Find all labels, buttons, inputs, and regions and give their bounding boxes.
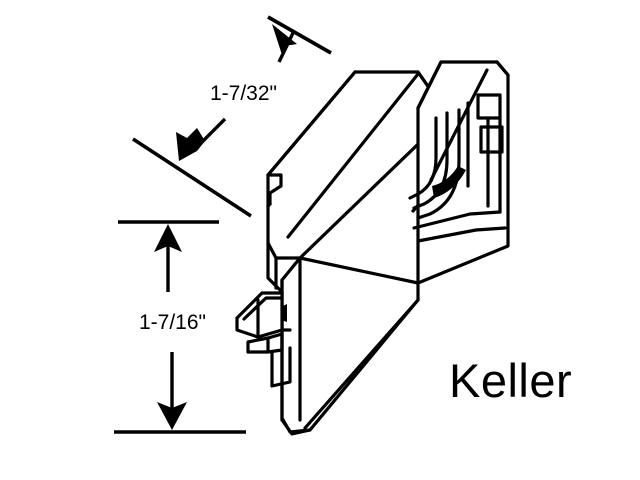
part-hook-inner-arc — [416, 108, 461, 220]
part-body-foot — [280, 418, 312, 436]
diagonal-width-dimension: 1-7/32" — [132, 15, 332, 218]
part-back-plate-top-corner — [495, 60, 510, 77]
part-hook-lower-boss — [479, 125, 504, 154]
part-rail-inner-crease — [286, 72, 420, 239]
part-hook-lower-ledge — [412, 210, 502, 230]
vertical-up-arrow — [154, 224, 182, 252]
diagonal-dimension-label: 1-7/32" — [210, 82, 277, 105]
upper-diagonal-arrow — [272, 24, 297, 58]
keller-brand-label: Keller — [449, 354, 572, 407]
upper-diagonal-leader — [277, 32, 295, 63]
part-rail-top-edge — [266, 70, 357, 177]
part-back-plate-top-edge — [416, 60, 443, 110]
vertical-down-arrow — [157, 402, 187, 430]
part-lug-top-facet — [242, 296, 283, 321]
part-drawing-group — [235, 60, 510, 436]
upper-diagonal-extension-line — [267, 15, 332, 55]
vertical-height-dimension: 1-7/16" — [114, 220, 246, 434]
part-rail-notch-return — [266, 202, 272, 208]
part-hook-throat-shading — [432, 166, 466, 198]
part-hook-outer-arc — [408, 116, 438, 200]
part-rail-left-notch — [266, 173, 283, 206]
part-lug-slot-shading — [281, 304, 287, 322]
lower-diagonal-arrow — [176, 128, 205, 161]
vertical-dimension-label: 1-7/16" — [139, 311, 206, 334]
part-hook-lower-ledge-2 — [416, 226, 507, 243]
part-latch-finger-side — [266, 332, 284, 354]
part-latch-finger-lower — [270, 346, 292, 388]
lower-diagonal-extension-line — [132, 137, 252, 218]
part-body-bottom-diagonal — [303, 298, 420, 430]
